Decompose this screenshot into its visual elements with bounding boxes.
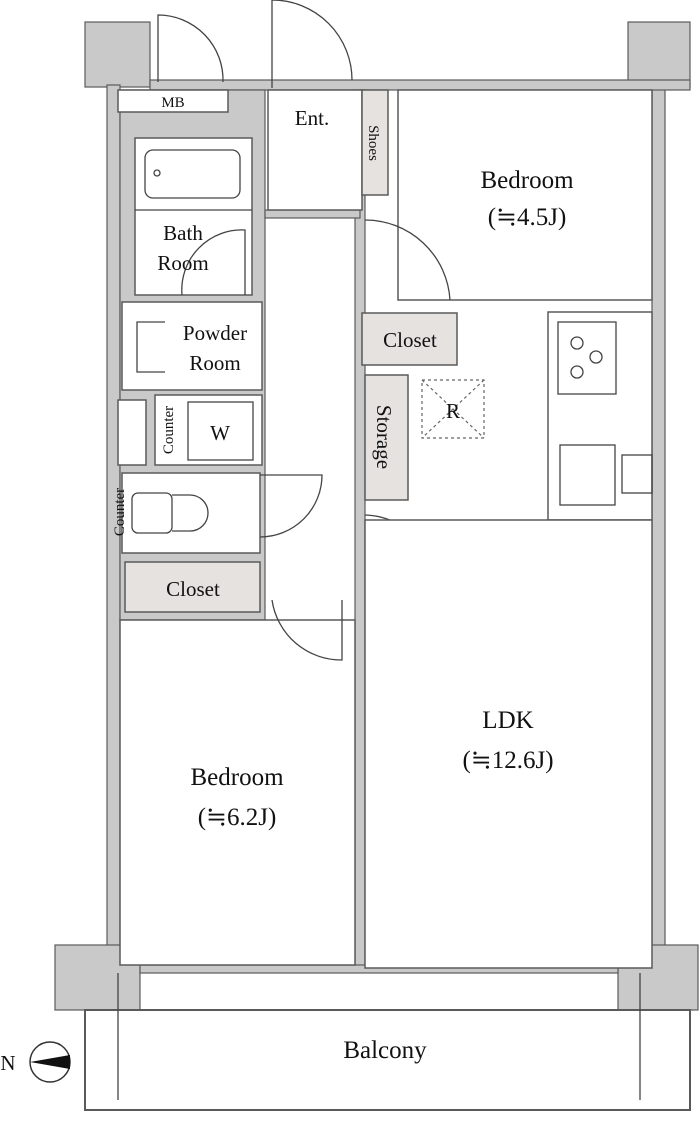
bath-label-2: Room	[157, 251, 208, 275]
bedroom-north-size: (≒4.5J)	[488, 204, 567, 231]
storage	[364, 374, 409, 501]
mb-label: MB	[161, 95, 184, 111]
powder-room	[121, 301, 263, 391]
closet-south-label: Closet	[166, 577, 220, 601]
sink-icon	[559, 444, 616, 506]
bedroom-south	[119, 619, 356, 966]
powder-label-2: Room	[189, 351, 240, 375]
bedroom-north	[397, 89, 653, 301]
ldk	[364, 519, 653, 969]
toilet-icon	[131, 492, 173, 534]
washer-label: W	[210, 421, 230, 445]
refrigerator-label: R	[446, 399, 460, 423]
compass-label: N	[0, 1051, 15, 1075]
powder-label-1: Powder	[183, 321, 247, 345]
closet-south	[124, 561, 261, 613]
stove-icon	[557, 321, 617, 395]
entrance	[267, 89, 363, 211]
ldk-name: LDK	[482, 707, 533, 734]
washer-icon	[187, 401, 254, 461]
bath-room	[134, 137, 253, 296]
bedroom-north-name: Bedroom	[480, 167, 574, 194]
closet-north	[361, 312, 458, 366]
sink-icon	[136, 321, 165, 373]
door-swing-icon	[181, 229, 246, 296]
door-swing-icon	[364, 219, 451, 301]
front-door-swing-icon	[271, 0, 353, 88]
shoes-cabinet	[361, 89, 389, 196]
bedroom-south-name: Bedroom	[190, 764, 284, 791]
bath-label-1: Bath	[163, 221, 203, 245]
refrigerator-space	[421, 379, 485, 439]
closet-north-label: Closet	[383, 328, 437, 352]
toilet-room	[121, 472, 261, 554]
shoes-label: Shoes	[365, 125, 381, 161]
balcony-label: Balcony	[343, 1037, 427, 1064]
bathtub-icon	[144, 149, 241, 199]
meter-box	[117, 89, 229, 113]
counter-label-2: Counter	[112, 488, 128, 536]
counter-label-1: Counter	[161, 406, 177, 454]
ldk-size: (≒12.6J)	[462, 747, 553, 774]
balcony	[84, 1009, 691, 1111]
storage-label: Storage	[372, 405, 396, 469]
entrance-label: Ent.	[295, 106, 329, 130]
north-arrow-icon: N	[0, 1041, 71, 1083]
bedroom-south-size: (≒6.2J)	[198, 804, 277, 831]
kitchen-counter	[547, 311, 653, 521]
